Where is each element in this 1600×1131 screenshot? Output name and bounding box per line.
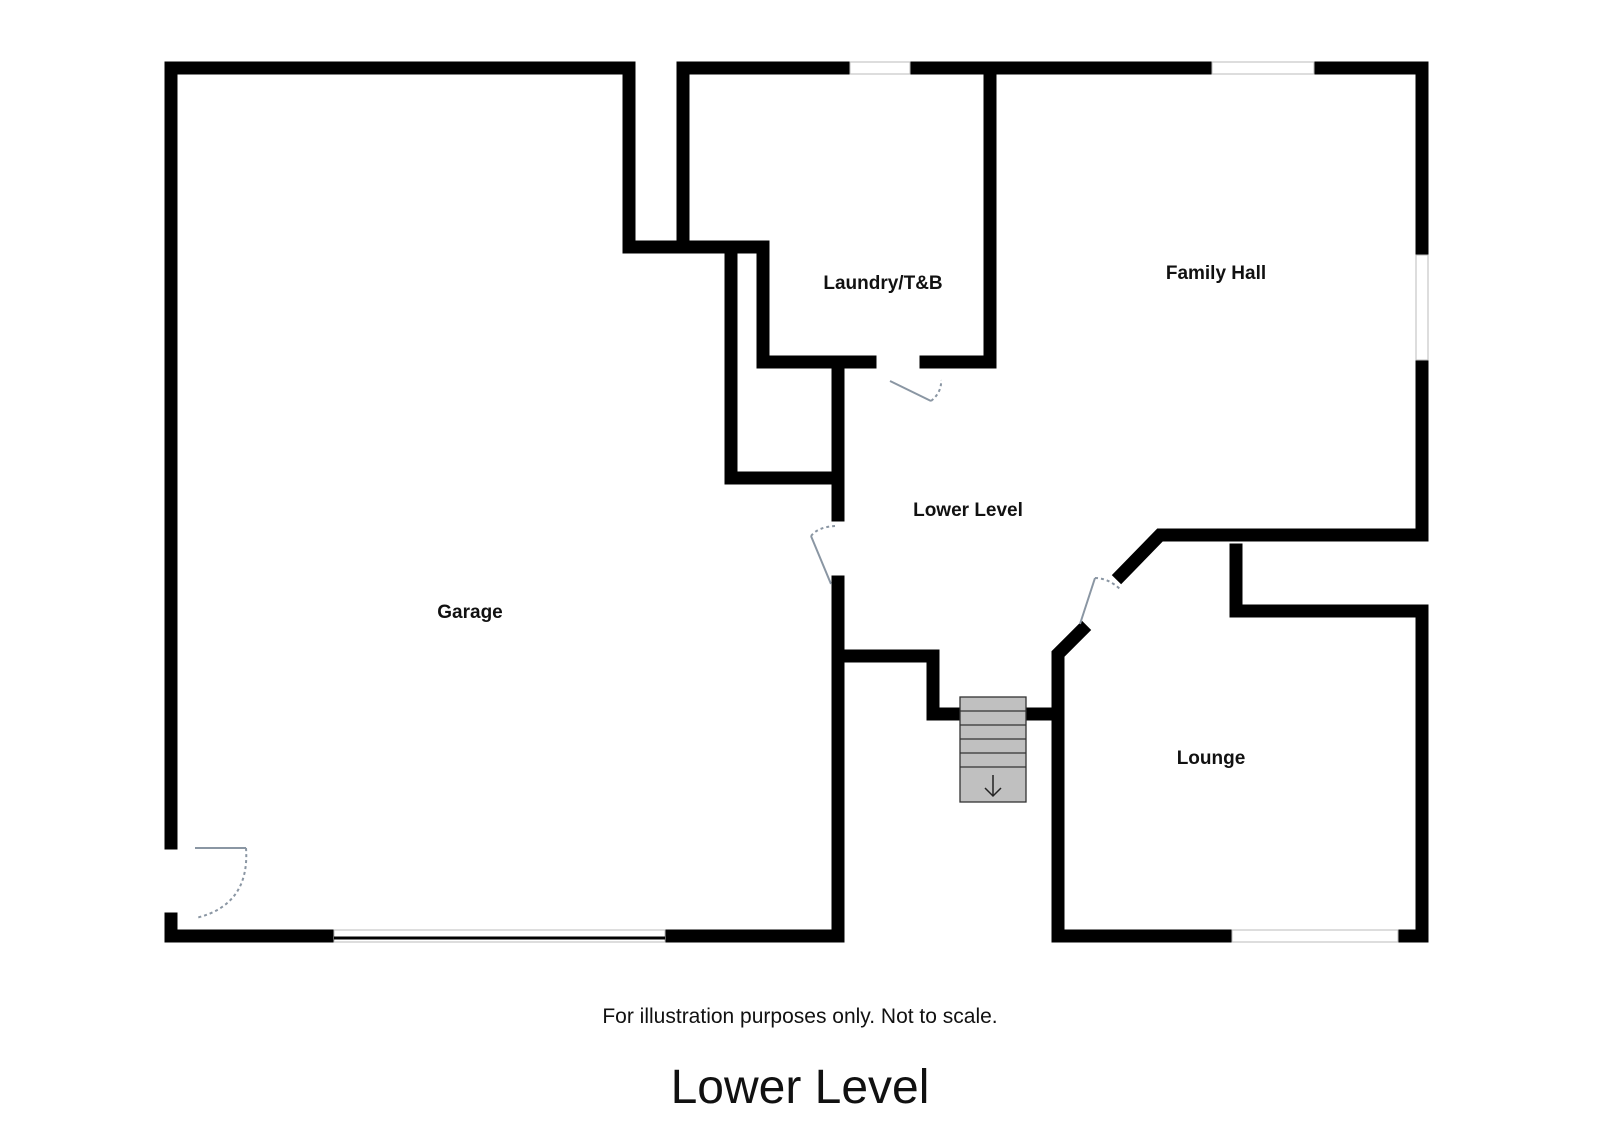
floor-title: Lower Level bbox=[670, 1061, 930, 1114]
room-label-lounge: Lounge bbox=[1176, 748, 1246, 769]
room-label-family-hall: Family Hall bbox=[1165, 263, 1267, 284]
window bbox=[1231, 929, 1399, 943]
door-lounge bbox=[1079, 577, 1096, 625]
window bbox=[1211, 61, 1315, 75]
window bbox=[1415, 254, 1429, 361]
door-garage-inner bbox=[810, 535, 832, 585]
disclaimer: For illustration purposes only. Not to s… bbox=[602, 1005, 998, 1028]
walls bbox=[164, 61, 1429, 943]
doors bbox=[195, 379, 1121, 919]
garage-door bbox=[333, 929, 666, 943]
stairs bbox=[959, 696, 1027, 803]
room-label-lower-level: Lower Level bbox=[913, 500, 1023, 521]
window bbox=[849, 61, 911, 75]
windows bbox=[333, 61, 1429, 943]
room-label-laundry: Laundry/T&B bbox=[823, 273, 943, 294]
room-label-garage: Garage bbox=[437, 602, 503, 623]
arrow-down-icon bbox=[984, 775, 1002, 798]
door-laundry bbox=[889, 380, 932, 402]
